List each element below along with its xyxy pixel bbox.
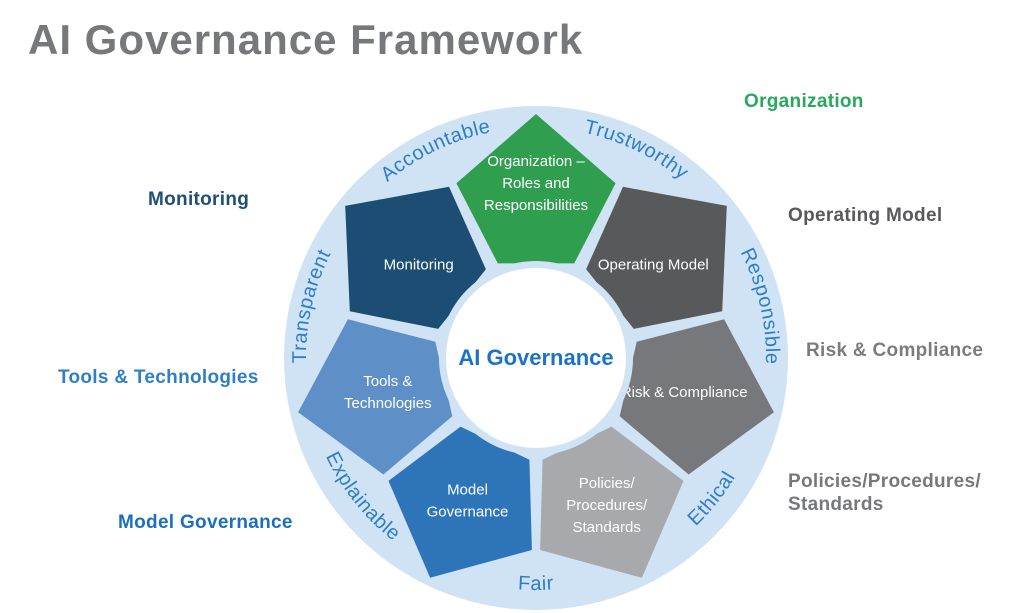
segment-monitoring xyxy=(345,186,486,329)
outside-label-operating-model: Operating Model xyxy=(788,205,943,226)
page-title: AI Governance Framework xyxy=(28,16,584,63)
center-label: AI Governance xyxy=(458,345,613,370)
segment-model-governance xyxy=(388,426,532,578)
segment-label-tools-technologies: Tools &Technologies xyxy=(344,373,432,412)
outside-label-model-governance: Model Governance xyxy=(118,512,293,533)
segment-risk-compliance xyxy=(619,319,774,475)
segment-label-operating-model: Operating Model xyxy=(598,257,709,274)
segment-label-policies-procedures-standards: Policies/Procedures/Standards xyxy=(566,475,648,536)
segment-operating-model xyxy=(586,186,727,329)
segment-policies-procedures-standards xyxy=(540,426,684,578)
outside-label-tools-technologies: Tools & Technologies xyxy=(58,367,259,388)
segment-organization xyxy=(456,114,616,264)
segment-tools-technologies xyxy=(298,319,453,475)
ring-word-fair: Fair xyxy=(517,572,554,595)
outside-label-organization: Organization xyxy=(744,91,864,112)
outside-label-policies-procedures-standards: Policies/Procedures/Standards xyxy=(788,471,981,515)
segment-label-risk-compliance: Risk & Compliance xyxy=(621,384,748,401)
outside-label-risk-compliance: Risk & Compliance xyxy=(806,340,984,361)
center-circle xyxy=(446,268,626,448)
outside-label-monitoring: Monitoring xyxy=(148,189,250,210)
segment-label-monitoring: Monitoring xyxy=(384,257,454,274)
